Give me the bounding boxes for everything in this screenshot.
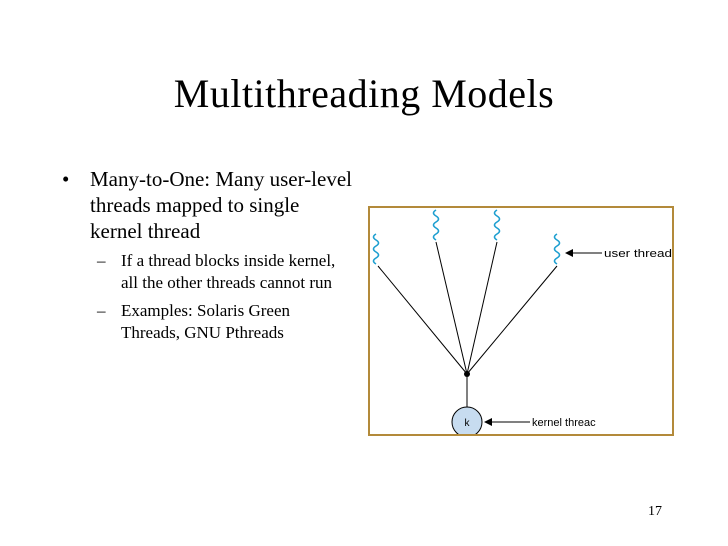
junction-point: [464, 371, 470, 377]
bullet-dot-icon: •: [62, 167, 70, 191]
kernel-thread-node: [451, 406, 483, 434]
dash-icon: –: [97, 301, 106, 320]
mapping-lines: [377, 241, 558, 407]
user-thread-squiggle-3: [493, 209, 501, 241]
mapping-line-1: [377, 265, 468, 375]
bullet-item: • Many-to-One: Many user-level threads m…: [62, 166, 352, 244]
bullet-list: • Many-to-One: Many user-level threads m…: [62, 166, 352, 350]
sub-bullet-list: – If a thread blocks inside kernel, all …: [62, 250, 352, 344]
user-thread-squiggle-1: [372, 233, 380, 265]
sub-bullet-text: Examples: Solaris Green Threads, GNU Pth…: [121, 301, 291, 342]
bullet-text: Many-to-One: Many user-level threads map…: [90, 167, 352, 243]
kernel-node-label: k: [465, 418, 471, 429]
sub-bullet-item: – If a thread blocks inside kernel, all …: [97, 250, 352, 294]
user-threads: [372, 209, 561, 265]
dash-icon: –: [97, 251, 106, 270]
mapping-line-3: [466, 241, 498, 375]
user-thread-squiggle-4: [553, 233, 561, 265]
sub-bullet-text: If a thread blocks inside kernel, all th…: [121, 251, 336, 292]
mapping-line-2: [435, 241, 468, 375]
sub-bullet-item: – Examples: Solaris Green Threads, GNU P…: [97, 300, 352, 344]
diagram-canvas: k user thread kernel threac: [372, 209, 672, 434]
user-thread-squiggle-2: [432, 209, 440, 241]
user-thread-label: user thread: [604, 248, 672, 260]
slide-title: Multithreading Models: [173, 71, 555, 116]
many-to-one-diagram: k user thread kernel threac: [368, 206, 674, 436]
mapping-line-4: [466, 265, 558, 375]
kernel-thread-label: kernel threac: [532, 417, 596, 429]
page-number: 17: [648, 504, 662, 519]
